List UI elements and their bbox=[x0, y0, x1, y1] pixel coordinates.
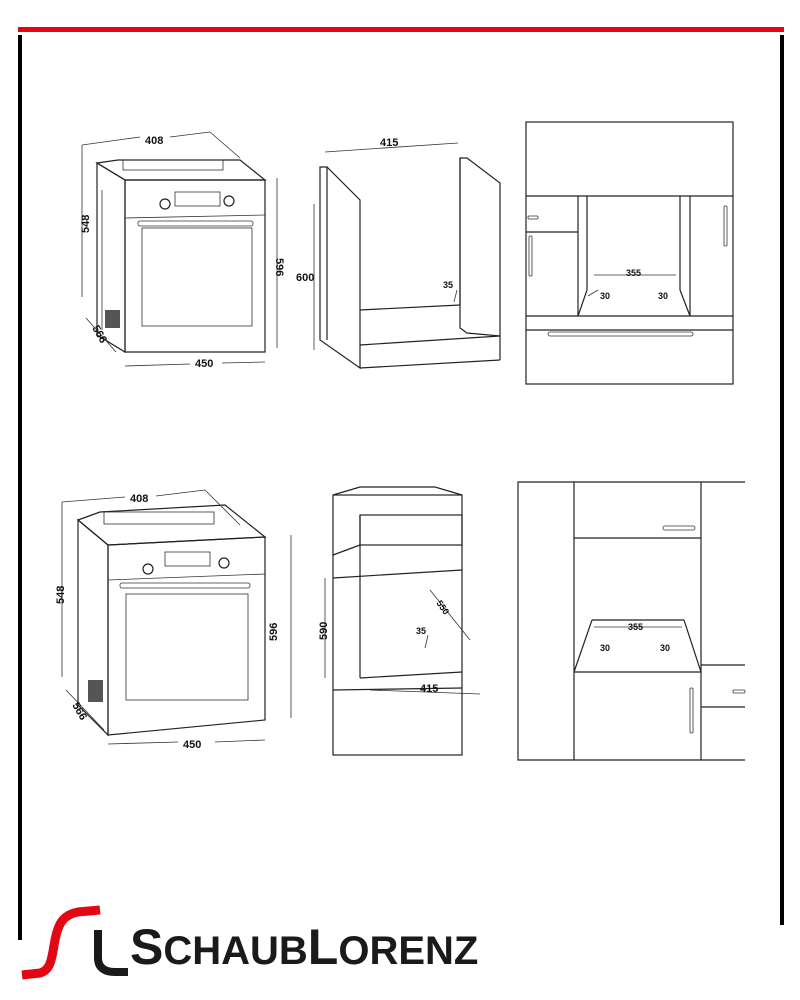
dim-566-bottom: 566 bbox=[69, 701, 89, 723]
logo-initial-l: L bbox=[307, 919, 339, 975]
dim-408-top: 408 bbox=[145, 135, 163, 147]
dim-596-bottom: 596 bbox=[268, 623, 280, 641]
header-red-bar bbox=[18, 27, 784, 32]
right-border bbox=[780, 35, 784, 925]
dim-30-left-bottom: 30 bbox=[600, 643, 610, 653]
cabinet-drawing-bottom bbox=[324, 486, 481, 756]
cabinet-drawing-top bbox=[313, 142, 501, 370]
dim-35-top: 35 bbox=[443, 280, 453, 290]
brand-logo-text: SCHAUBLORENZ bbox=[130, 918, 478, 976]
dim-30-right-bottom: 30 bbox=[660, 643, 670, 653]
dim-548-top: 548 bbox=[80, 215, 92, 233]
logo-orenz: ORENZ bbox=[338, 929, 479, 973]
logo-chaub: CHAUB bbox=[163, 929, 308, 973]
dim-450-bottom: 450 bbox=[183, 739, 201, 751]
dim-596-top: 596 bbox=[273, 258, 285, 276]
dim-408-bottom: 408 bbox=[130, 493, 148, 505]
kitchen-drawing-top bbox=[525, 121, 734, 385]
logo-initial-s: S bbox=[130, 919, 164, 975]
dim-30-left-top: 30 bbox=[600, 291, 610, 301]
left-border bbox=[18, 35, 22, 940]
dim-415-top: 415 bbox=[380, 137, 398, 149]
oven-drawing-top bbox=[81, 131, 278, 367]
dim-600-top: 600 bbox=[296, 272, 314, 284]
dim-548-bottom: 548 bbox=[55, 586, 67, 604]
dim-590-bottom: 590 bbox=[318, 622, 330, 640]
dim-35-bottom: 35 bbox=[416, 626, 426, 636]
dim-450-top: 450 bbox=[195, 358, 213, 370]
dim-30-right-top: 30 bbox=[658, 291, 668, 301]
oven-drawing-bottom bbox=[61, 489, 292, 745]
dim-415-bottom: 415 bbox=[420, 683, 438, 695]
dim-355-bottom: 355 bbox=[628, 622, 643, 632]
dim-355-top: 355 bbox=[626, 268, 641, 278]
kitchen-drawing-bottom bbox=[517, 481, 746, 761]
schaub-lorenz-logo-mark bbox=[21, 905, 128, 980]
